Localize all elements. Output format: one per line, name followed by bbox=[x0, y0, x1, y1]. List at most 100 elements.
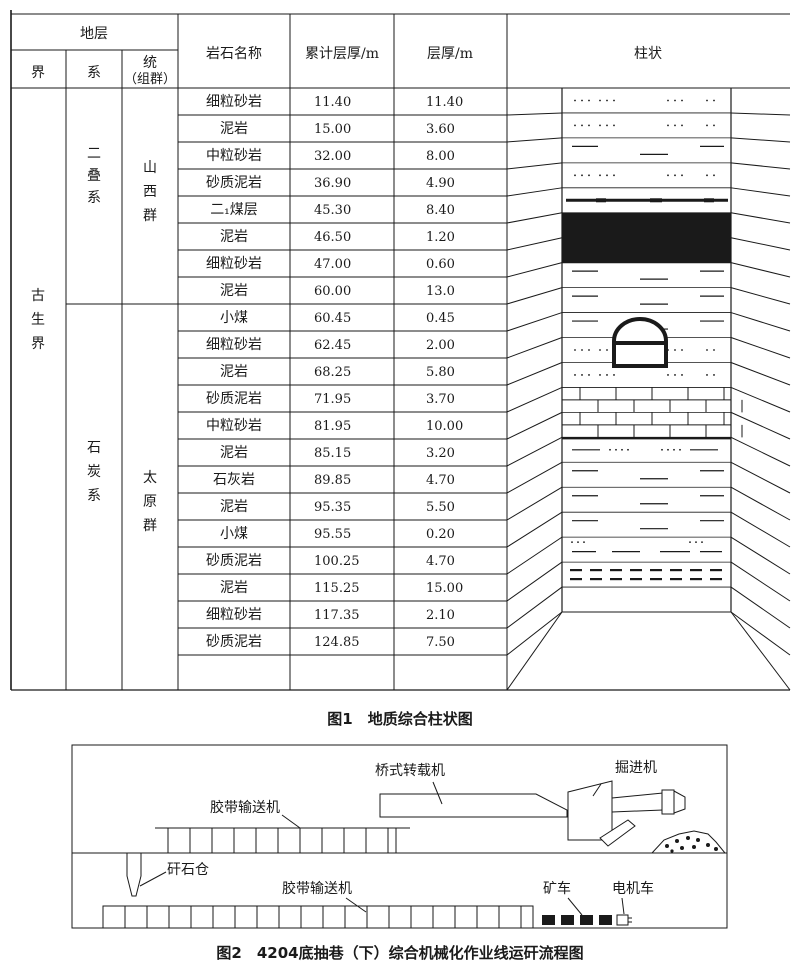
system-char: 叠 bbox=[87, 168, 101, 184]
cumulative-thickness-cell: 71.95 bbox=[314, 392, 351, 407]
rock-name-cell: 小煤 bbox=[220, 310, 248, 326]
thickness-cell: 5.50 bbox=[426, 500, 455, 515]
thickness-cell: 3.20 bbox=[426, 446, 455, 461]
rock-name-cell: 细粒砂岩 bbox=[206, 337, 262, 353]
cumulative-thickness-cell: 46.50 bbox=[314, 230, 351, 245]
system-char: 石 bbox=[87, 440, 101, 456]
group-char: 山 bbox=[143, 160, 157, 176]
cumulative-thickness-cell: 117.35 bbox=[314, 608, 360, 623]
group-char: 群 bbox=[143, 208, 157, 224]
header-tong: 统 bbox=[143, 55, 157, 71]
rock-name-cell: 泥岩 bbox=[220, 121, 248, 137]
rock-name-cell: 泥岩 bbox=[220, 229, 248, 245]
era-label: 古 生 界 bbox=[31, 288, 45, 352]
cumulative-thickness-cell: 68.25 bbox=[314, 365, 351, 380]
cumulative-thickness-cell: 124.85 bbox=[314, 635, 360, 650]
table-row: 泥岩 68.25 5.80 bbox=[220, 364, 455, 380]
header-group: （组群） bbox=[124, 72, 176, 87]
header-xi: 系 bbox=[87, 65, 101, 81]
label-roadheader: 掘进机 bbox=[615, 760, 657, 776]
header-thickness: 层厚/m bbox=[427, 46, 473, 62]
leader-lines bbox=[139, 781, 625, 916]
thickness-cell: 8.00 bbox=[426, 149, 455, 164]
header-strata: 地层 bbox=[80, 26, 108, 42]
thickness-cell: 2.10 bbox=[426, 608, 455, 623]
thickness-cell: 11.40 bbox=[426, 95, 463, 110]
cumulative-thickness-cell: 15.00 bbox=[314, 122, 351, 137]
rock-name-cell: 砂质泥岩 bbox=[206, 175, 262, 191]
era-char: 生 bbox=[31, 312, 45, 328]
rock-name-cell: 泥岩 bbox=[220, 283, 248, 299]
cumulative-thickness-cell: 85.15 bbox=[314, 446, 351, 461]
group-char: 西 bbox=[143, 184, 157, 200]
thickness-cell: 7.50 bbox=[426, 635, 455, 650]
era-char: 界 bbox=[31, 336, 45, 352]
mine-car bbox=[580, 915, 593, 925]
cumulative-thickness-cell: 60.00 bbox=[314, 284, 351, 299]
rock-name-cell: 石灰岩 bbox=[213, 472, 255, 488]
mine-car bbox=[542, 915, 555, 925]
rock-name-cell: 二₁煤层 bbox=[210, 202, 258, 218]
roadheader bbox=[567, 780, 686, 847]
thickness-cell: 10.00 bbox=[426, 419, 463, 434]
bridge-conveyor bbox=[379, 793, 568, 818]
cumulative-thickness-cell: 32.00 bbox=[314, 149, 351, 164]
cumulative-thickness-cell: 115.25 bbox=[314, 581, 360, 596]
mine-car bbox=[561, 915, 574, 925]
thickness-cell: 0.45 bbox=[426, 311, 455, 326]
thickness-cell: 13.0 bbox=[426, 284, 455, 299]
thickness-cell: 1.20 bbox=[426, 230, 455, 245]
header-rock-name: 岩石名称 bbox=[206, 46, 262, 62]
system-permian: 二 叠 系 bbox=[87, 146, 101, 206]
system-carboniferous: 石 炭 系 bbox=[87, 440, 101, 504]
mine-car bbox=[599, 915, 612, 925]
belt-conveyor-lower bbox=[102, 905, 534, 929]
table-row: 泥岩 15.00 3.60 bbox=[220, 121, 455, 137]
label-waste-bin: 矸石仓 bbox=[167, 862, 209, 878]
rock-pile bbox=[650, 830, 727, 854]
thickness-cell: 3.70 bbox=[426, 392, 455, 407]
figure1-caption: 图1 地质综合柱状图 bbox=[327, 710, 472, 728]
thickness-cell: 0.20 bbox=[426, 527, 455, 542]
group-taiyuan: 太 原 群 bbox=[143, 470, 157, 534]
geologic-column-table bbox=[10, 10, 790, 691]
rock-name-cell: 砂质泥岩 bbox=[206, 634, 262, 650]
cumulative-thickness-cell: 62.45 bbox=[314, 338, 351, 353]
thickness-cell: 3.60 bbox=[426, 122, 455, 137]
label-belt-upper: 胶带输送机 bbox=[210, 799, 280, 816]
belt-conveyor-upper bbox=[155, 827, 410, 854]
system-char: 二 bbox=[87, 146, 101, 162]
rock-name-cell: 砂质泥岩 bbox=[206, 391, 262, 407]
rock-name-cell: 泥岩 bbox=[220, 364, 248, 380]
figure2-caption: 图2 4204底抽巷（下）综合机械化作业线运矸流程图 bbox=[216, 944, 583, 962]
label-locomotive: 电机车 bbox=[612, 880, 654, 897]
mine-cars bbox=[542, 915, 612, 925]
system-char: 炭 bbox=[87, 464, 101, 480]
group-char: 群 bbox=[143, 518, 157, 534]
table-row: 泥岩 60.00 13.0 bbox=[220, 283, 455, 299]
rock-name-cell: 细粒砂岩 bbox=[206, 256, 262, 272]
label-belt-lower: 胶带输送机 bbox=[282, 880, 352, 897]
rock-name-cell: 泥岩 bbox=[220, 580, 248, 596]
table-row: 泥岩 46.50 1.20 bbox=[220, 229, 455, 245]
thickness-cell: 5.80 bbox=[426, 365, 455, 380]
group-char: 太 bbox=[143, 470, 157, 486]
cumulative-thickness-cell: 45.30 bbox=[314, 203, 351, 218]
thickness-cell: 0.60 bbox=[426, 257, 455, 272]
tunnel-arch-icon bbox=[612, 317, 668, 368]
waste-rock-bin bbox=[126, 852, 142, 897]
